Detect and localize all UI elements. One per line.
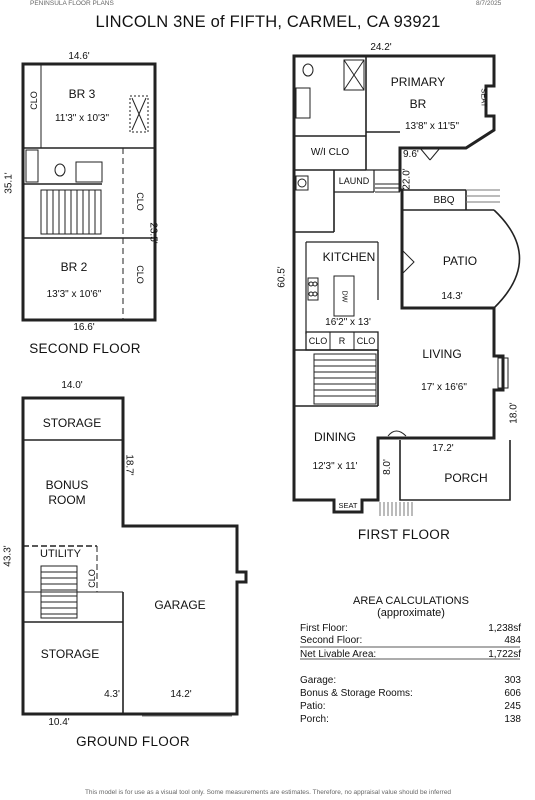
ground-floor-outline xyxy=(21,396,248,716)
area-row-value: 303 xyxy=(504,675,521,686)
page-title: LINCOLN 3NE of FIFTH, CARMEL, CA 93921 xyxy=(95,13,441,31)
ff-clo-2: CLO xyxy=(356,336,376,346)
sf-room-br2: BR 2 xyxy=(60,260,88,274)
first-floor-label: FIRST FLOOR xyxy=(357,527,451,542)
sf-stairs xyxy=(40,189,102,235)
ff-room-kitchen: KITCHEN xyxy=(322,250,376,264)
gf-dim-inner: 18.7' xyxy=(123,454,135,476)
area-row-value: 1,238sf xyxy=(488,623,521,634)
ff-dim-patio: 14.3' xyxy=(441,291,463,302)
ff-kitchen-island xyxy=(333,275,355,317)
ff-bbq: BBQ xyxy=(433,195,455,206)
company-label: PENINSULA FLOOR PLANS xyxy=(30,0,114,7)
ff-room-kitchen-size: 16'2" x 13' xyxy=(325,317,371,328)
area-title: AREA CALCULATIONS xyxy=(353,595,469,607)
sf-dim-right: 23.5' xyxy=(147,222,159,244)
ff-door-primary xyxy=(419,147,441,161)
area-row-label: Net Livable Area: xyxy=(300,649,377,660)
ff-shower xyxy=(343,59,365,91)
ff-stove xyxy=(307,277,319,301)
ff-toilet xyxy=(302,63,314,77)
area-row-label: Bonus & Storage Rooms: xyxy=(300,688,413,699)
ff-porch-outline xyxy=(399,440,511,501)
ff-dim-primary-side: 9.6' xyxy=(403,149,419,160)
area-row-value: 1,722sf xyxy=(488,649,521,660)
gf-dim-bottom-b: 14.2' xyxy=(170,689,192,700)
area-row-value: 138 xyxy=(504,714,521,725)
second-floor-outline xyxy=(21,62,157,322)
gf-clo: CLO xyxy=(86,569,97,588)
footer-disclaimer: This model is for use as a visual tool o… xyxy=(84,789,452,796)
ff-room-primary-1: PRIMARY xyxy=(390,75,446,89)
sf-clo-2: CLO xyxy=(134,192,145,211)
ff-clo-1: CLO xyxy=(308,336,328,346)
first-floor-outline xyxy=(292,54,505,514)
gf-dim-left: 43.3' xyxy=(2,545,14,567)
ff-dw: DW xyxy=(340,290,348,303)
ff-fireplace xyxy=(497,357,509,389)
gf-room-garage: GARAGE xyxy=(154,598,206,612)
area-row-value: 606 xyxy=(504,688,521,699)
sf-dim-bottom: 16.6' xyxy=(73,322,95,333)
area-row-label: Patio: xyxy=(300,701,326,712)
sf-bath-tub xyxy=(25,149,39,183)
gf-room-utility: UTILITY xyxy=(40,548,81,560)
ff-room-porch: PORCH xyxy=(444,471,488,485)
gf-room-storage1: STORAGE xyxy=(42,416,102,430)
ff-seat-bottom: SEAT xyxy=(338,501,358,510)
ff-dim-right: 18.0' xyxy=(508,402,520,424)
gf-dim-bottom-c: 10.4' xyxy=(48,717,70,728)
ff-room-patio: PATIO xyxy=(442,254,478,268)
ff-r: R xyxy=(338,336,346,346)
ff-room-living: LIVING xyxy=(422,347,462,361)
ff-room-dining: DINING xyxy=(314,430,356,444)
ff-room-wcl: W/I CLO xyxy=(310,147,350,158)
ground-floor-label: GROUND FLOOR xyxy=(76,734,190,749)
ff-room-primary-size: 13'8" x 11'5" xyxy=(404,121,460,132)
second-floor-label: SECOND FLOOR xyxy=(29,341,141,356)
gf-room-bonus-2: ROOM xyxy=(48,493,86,507)
ff-dim-hall: 22.0' xyxy=(401,168,413,190)
gf-room-bonus-1: BONUS xyxy=(45,478,89,492)
gf-stairs xyxy=(40,565,78,619)
area-subtitle: (approximate) xyxy=(377,607,445,619)
ff-room-living-size: 17' x 16'6" xyxy=(421,382,467,393)
ff-vanity xyxy=(295,87,311,119)
ff-seat-top: SEAT xyxy=(479,88,489,108)
sf-room-br3-size: 11'3" x 10'3" xyxy=(54,113,110,124)
sf-toilet xyxy=(54,163,66,177)
ff-dim-top: 24.2' xyxy=(370,42,392,53)
ff-room-dining-size: 12'3" x 11' xyxy=(312,461,358,472)
gf-dim-top: 14.0' xyxy=(61,380,83,391)
ff-room-primary-2: BR xyxy=(409,97,427,111)
area-row-label: Second Floor: xyxy=(300,635,363,646)
area-row-value: 484 xyxy=(504,635,521,646)
area-row-value: 245 xyxy=(504,701,521,712)
date-label: 8/7/2025 xyxy=(476,0,502,7)
sf-room-br3: BR 3 xyxy=(68,87,96,101)
ff-room-laund: LAUND xyxy=(338,176,370,186)
ff-dim-living: 17.2' xyxy=(432,443,454,454)
sf-vanity xyxy=(75,161,103,183)
ff-dim-porch: 8.0' xyxy=(381,459,393,475)
sf-room-br2-size: 13'3" x 10'6" xyxy=(46,289,102,300)
sf-dim-left: 35.1' xyxy=(3,172,15,194)
ff-front-steps xyxy=(379,502,413,516)
area-row-label: First Floor: xyxy=(300,623,348,634)
sf-window-box xyxy=(129,95,149,133)
ff-door-living xyxy=(387,430,407,437)
area-row-label: Garage: xyxy=(300,675,337,686)
ff-patio-door xyxy=(401,249,415,275)
area-row-label: Porch: xyxy=(300,714,329,725)
gf-dim-bottom-a: 4.3' xyxy=(104,689,120,700)
ff-stairs xyxy=(313,353,377,405)
ff-patio-arc xyxy=(493,209,521,309)
ff-dim-left: 60.5' xyxy=(276,266,288,288)
sf-clo-3: CLO xyxy=(134,265,145,284)
sf-clo-1: CLO xyxy=(28,91,39,110)
sf-dim-top: 14.6' xyxy=(68,51,90,62)
gf-room-storage2: STORAGE xyxy=(40,647,100,661)
